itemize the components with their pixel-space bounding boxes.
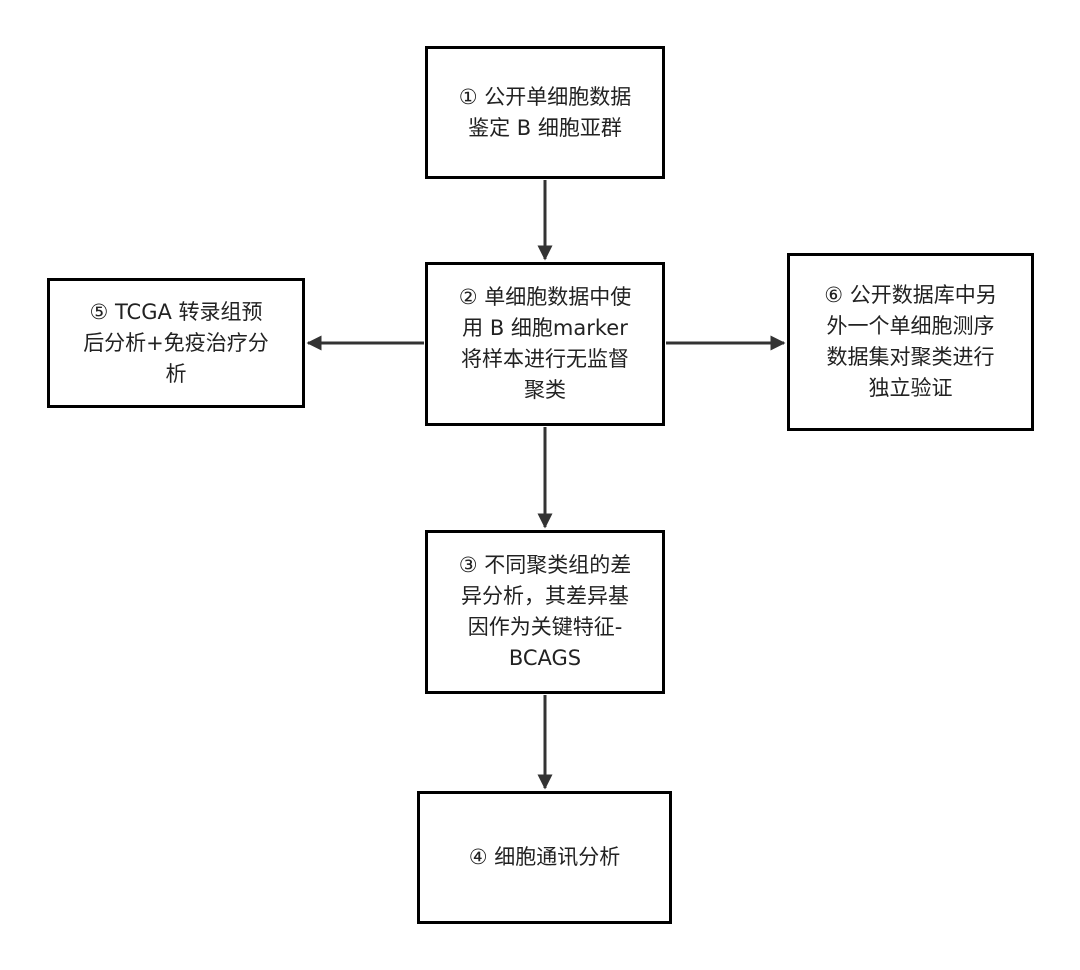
node-4-text: ④ 细胞通讯分析 <box>469 842 621 873</box>
node-3-line-2: 异分析，其差异基 <box>460 584 629 608</box>
node-2-line-3: 将样本进行无监督 <box>460 347 629 371</box>
node-2-text: ② 单细胞数据中使 用 B 细胞marker 将样本进行无监督 聚类 <box>459 282 632 406</box>
node-6-text: ⑥ 公开数据库中另 外一个单细胞测序 数据集对聚类进行 独立验证 <box>824 280 997 404</box>
node-1-text: ① 公开单细胞数据 鉴定 B 细胞亚群 <box>459 82 632 144</box>
node-2-unsupervised-clustering: ② 单细胞数据中使 用 B 细胞marker 将样本进行无监督 聚类 <box>425 262 665 426</box>
node-1-line-2: 鉴定 B 细胞亚群 <box>468 115 622 140</box>
node-5-line-3: 析 <box>165 361 187 386</box>
node-4-cell-communication: ④ 细胞通讯分析 <box>417 791 672 924</box>
node-3-line-3: 因作为关键特征- <box>467 615 623 639</box>
node-1-line-1: ① 公开单细胞数据 <box>458 84 632 109</box>
node-2-line-4: 聚类 <box>523 378 566 402</box>
node-6-line-1: ⑥ 公开数据库中另 <box>824 283 997 307</box>
node-5-line-2: 后分析+免疫治疗分 <box>83 330 269 355</box>
node-5-text: ⑤ TCGA 转录组预 后分析+免疫治疗分 析 <box>83 297 269 390</box>
node-6-independent-validation: ⑥ 公开数据库中另 外一个单细胞测序 数据集对聚类进行 独立验证 <box>787 253 1034 431</box>
node-5-line-1: ⑤ TCGA 转录组预 <box>89 299 263 324</box>
node-3-text: ③ 不同聚类组的差 异分析，其差异基 因作为关键特征- BCAGS <box>459 550 632 674</box>
node-6-line-2: 外一个单细胞测序 <box>826 314 995 338</box>
node-2-line-1: ② 单细胞数据中使 <box>458 285 632 309</box>
node-6-line-4: 独立验证 <box>868 376 953 400</box>
node-3-line-4: BCAGS <box>508 646 582 670</box>
node-1-identify-b-cell-subsets: ① 公开单细胞数据 鉴定 B 细胞亚群 <box>425 46 665 179</box>
node-2-line-2: 用 B 细胞marker <box>462 316 628 340</box>
node-6-line-3: 数据集对聚类进行 <box>826 345 995 369</box>
node-5-tcga-prognosis: ⑤ TCGA 转录组预 后分析+免疫治疗分 析 <box>47 278 305 408</box>
node-3-differential-analysis: ③ 不同聚类组的差 异分析，其差异基 因作为关键特征- BCAGS <box>425 530 665 694</box>
node-3-line-1: ③ 不同聚类组的差 <box>458 553 632 577</box>
node-4-line-1: ④ 细胞通讯分析 <box>468 845 621 869</box>
